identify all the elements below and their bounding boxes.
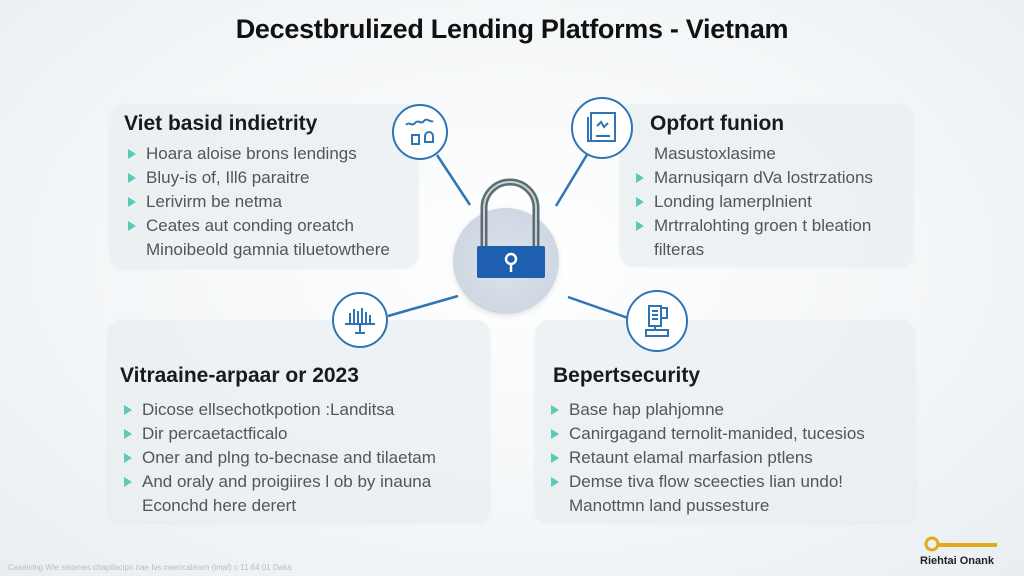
list-item: Ceates aut conding oreatch [124,214,404,238]
card-2023: Vitraaine-arpaar or 2023 Dicose ellsecho… [108,320,490,522]
card-heading: Viet basid indietrity [124,112,318,135]
list-item: Oner and plng to-becnase and tilaetam [120,446,478,470]
list-item: Dir percaetactficalo [120,422,478,446]
list-item: Lerivirm be netma [124,190,404,214]
list-item: Canirgagand ternolit-manided, tucesios [547,422,903,446]
list-item: Mrtrralohting groen t bleation [632,214,901,238]
bar-chart-icon [332,292,388,348]
card-heading: Vitraaine-arpaar or 2023 [120,364,359,387]
card-heading: Opfort funion [650,112,785,135]
list-item: Manottmn land pussesture [569,496,770,515]
list-item: Dicose ellsechotkpotion :Landitsa [120,398,478,422]
list-item: Marnusiqarn dVa lostrzations [632,166,901,190]
server-icon [626,290,688,352]
list-item: Retaunt elamal marfasion ptlens [547,446,903,470]
footer-text: Caseiving Wie sistenes chapifacipn nae I… [8,563,292,572]
card-security: Bepertsecurity Base hap plahjomne Canirg… [535,320,915,522]
list-item: Masustoxlasime [654,144,776,163]
logo-text: Riehtai Onank [920,555,994,567]
card-opfort: Opfort funion Masustoxlasime Marnusiqarn… [620,104,913,266]
list-item: Base hap plahjomne [547,398,903,422]
padlock-icon [477,178,545,278]
list-item: Londing lamerplnient [632,190,901,214]
list-item: filteras [654,240,705,259]
people-icon [392,104,448,160]
brand-logo: Riehtai Onank [920,535,1012,567]
card-industry: Viet basid indietrity Hoara aloise brons… [110,104,418,268]
page-title: Decestbrulized Lending Platforms - Vietn… [235,14,789,44]
list-item: Hoara aloise brons lendings [124,142,404,166]
list-item: Demse tiva flow sceecties lian undo! [547,470,903,494]
list-item: Econchd here derert [142,496,297,515]
document-icon [571,97,633,159]
list-item: And oraly and proigiires l ob by inauna [120,470,478,494]
key-icon [924,536,997,552]
list-item: Minoibeold gamnia tiluetowthere [146,240,390,259]
card-heading: Bepertsecurity [553,364,701,387]
list-item: Bluy-is of, Ill6 paraitre [124,166,404,190]
